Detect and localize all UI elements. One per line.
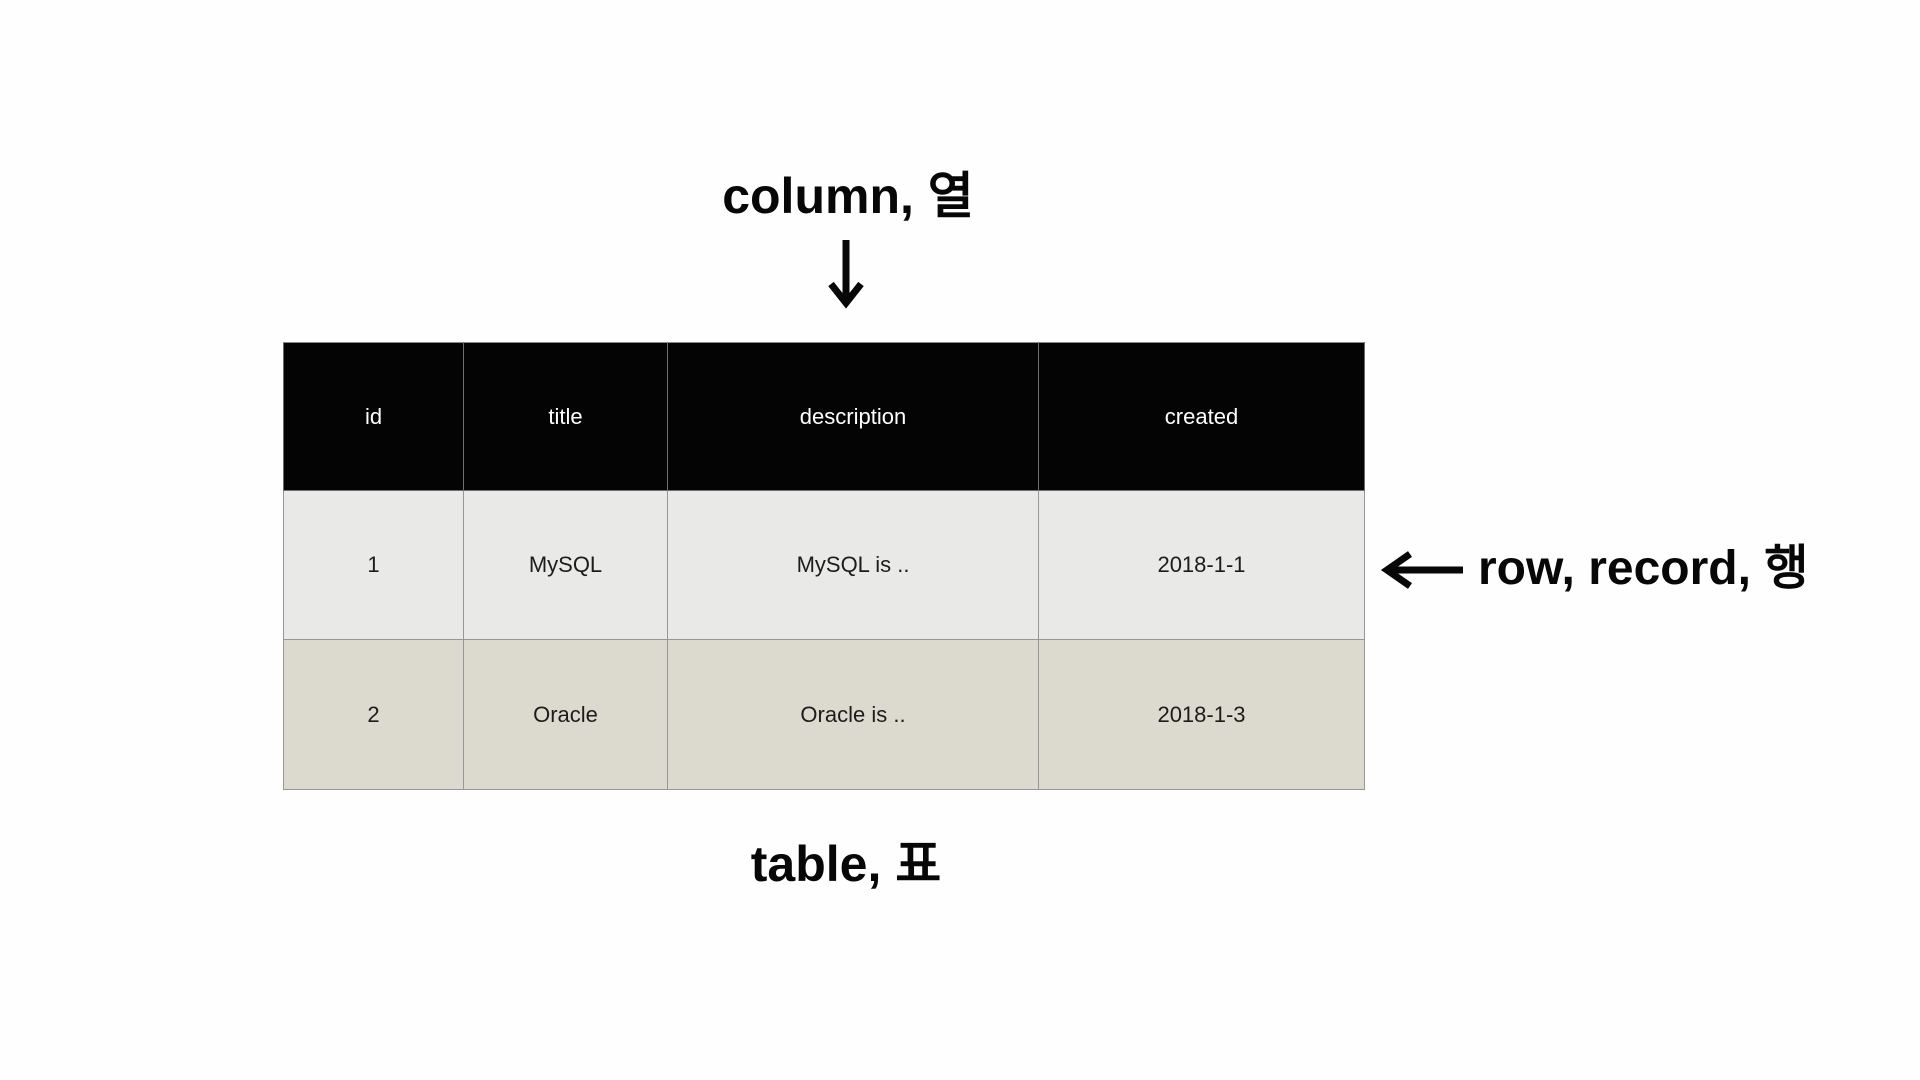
cell-created: 2018-1-1 (1038, 490, 1365, 640)
cell-description: MySQL is .. (667, 490, 1039, 640)
cell-title: MySQL (463, 490, 668, 640)
table-header-row: id title description created (283, 342, 1365, 491)
table-row: 2 Oracle Oracle is .. 2018-1-3 (283, 639, 1365, 790)
left-arrow-icon (1380, 551, 1463, 589)
cell-description: Oracle is .. (667, 639, 1039, 790)
cell-id: 1 (283, 490, 464, 640)
table-row: 1 MySQL MySQL is .. 2018-1-1 (283, 490, 1365, 640)
cell-title: Oracle (463, 639, 668, 790)
cell-created: 2018-1-3 (1038, 639, 1365, 790)
column-header-description: description (667, 342, 1039, 491)
column-header-title: title (463, 342, 668, 491)
database-table: id title description created 1 MySQL MyS… (283, 342, 1365, 790)
column-header-created: created (1038, 342, 1365, 491)
cell-id: 2 (283, 639, 464, 790)
row-annotation-label: row, record, 행 (1478, 542, 1809, 595)
column-header-id: id (283, 342, 464, 491)
column-annotation-label: column, 열 (722, 168, 974, 224)
down-arrow-icon (828, 240, 864, 309)
table-annotation-label: table, 표 (750, 836, 942, 892)
